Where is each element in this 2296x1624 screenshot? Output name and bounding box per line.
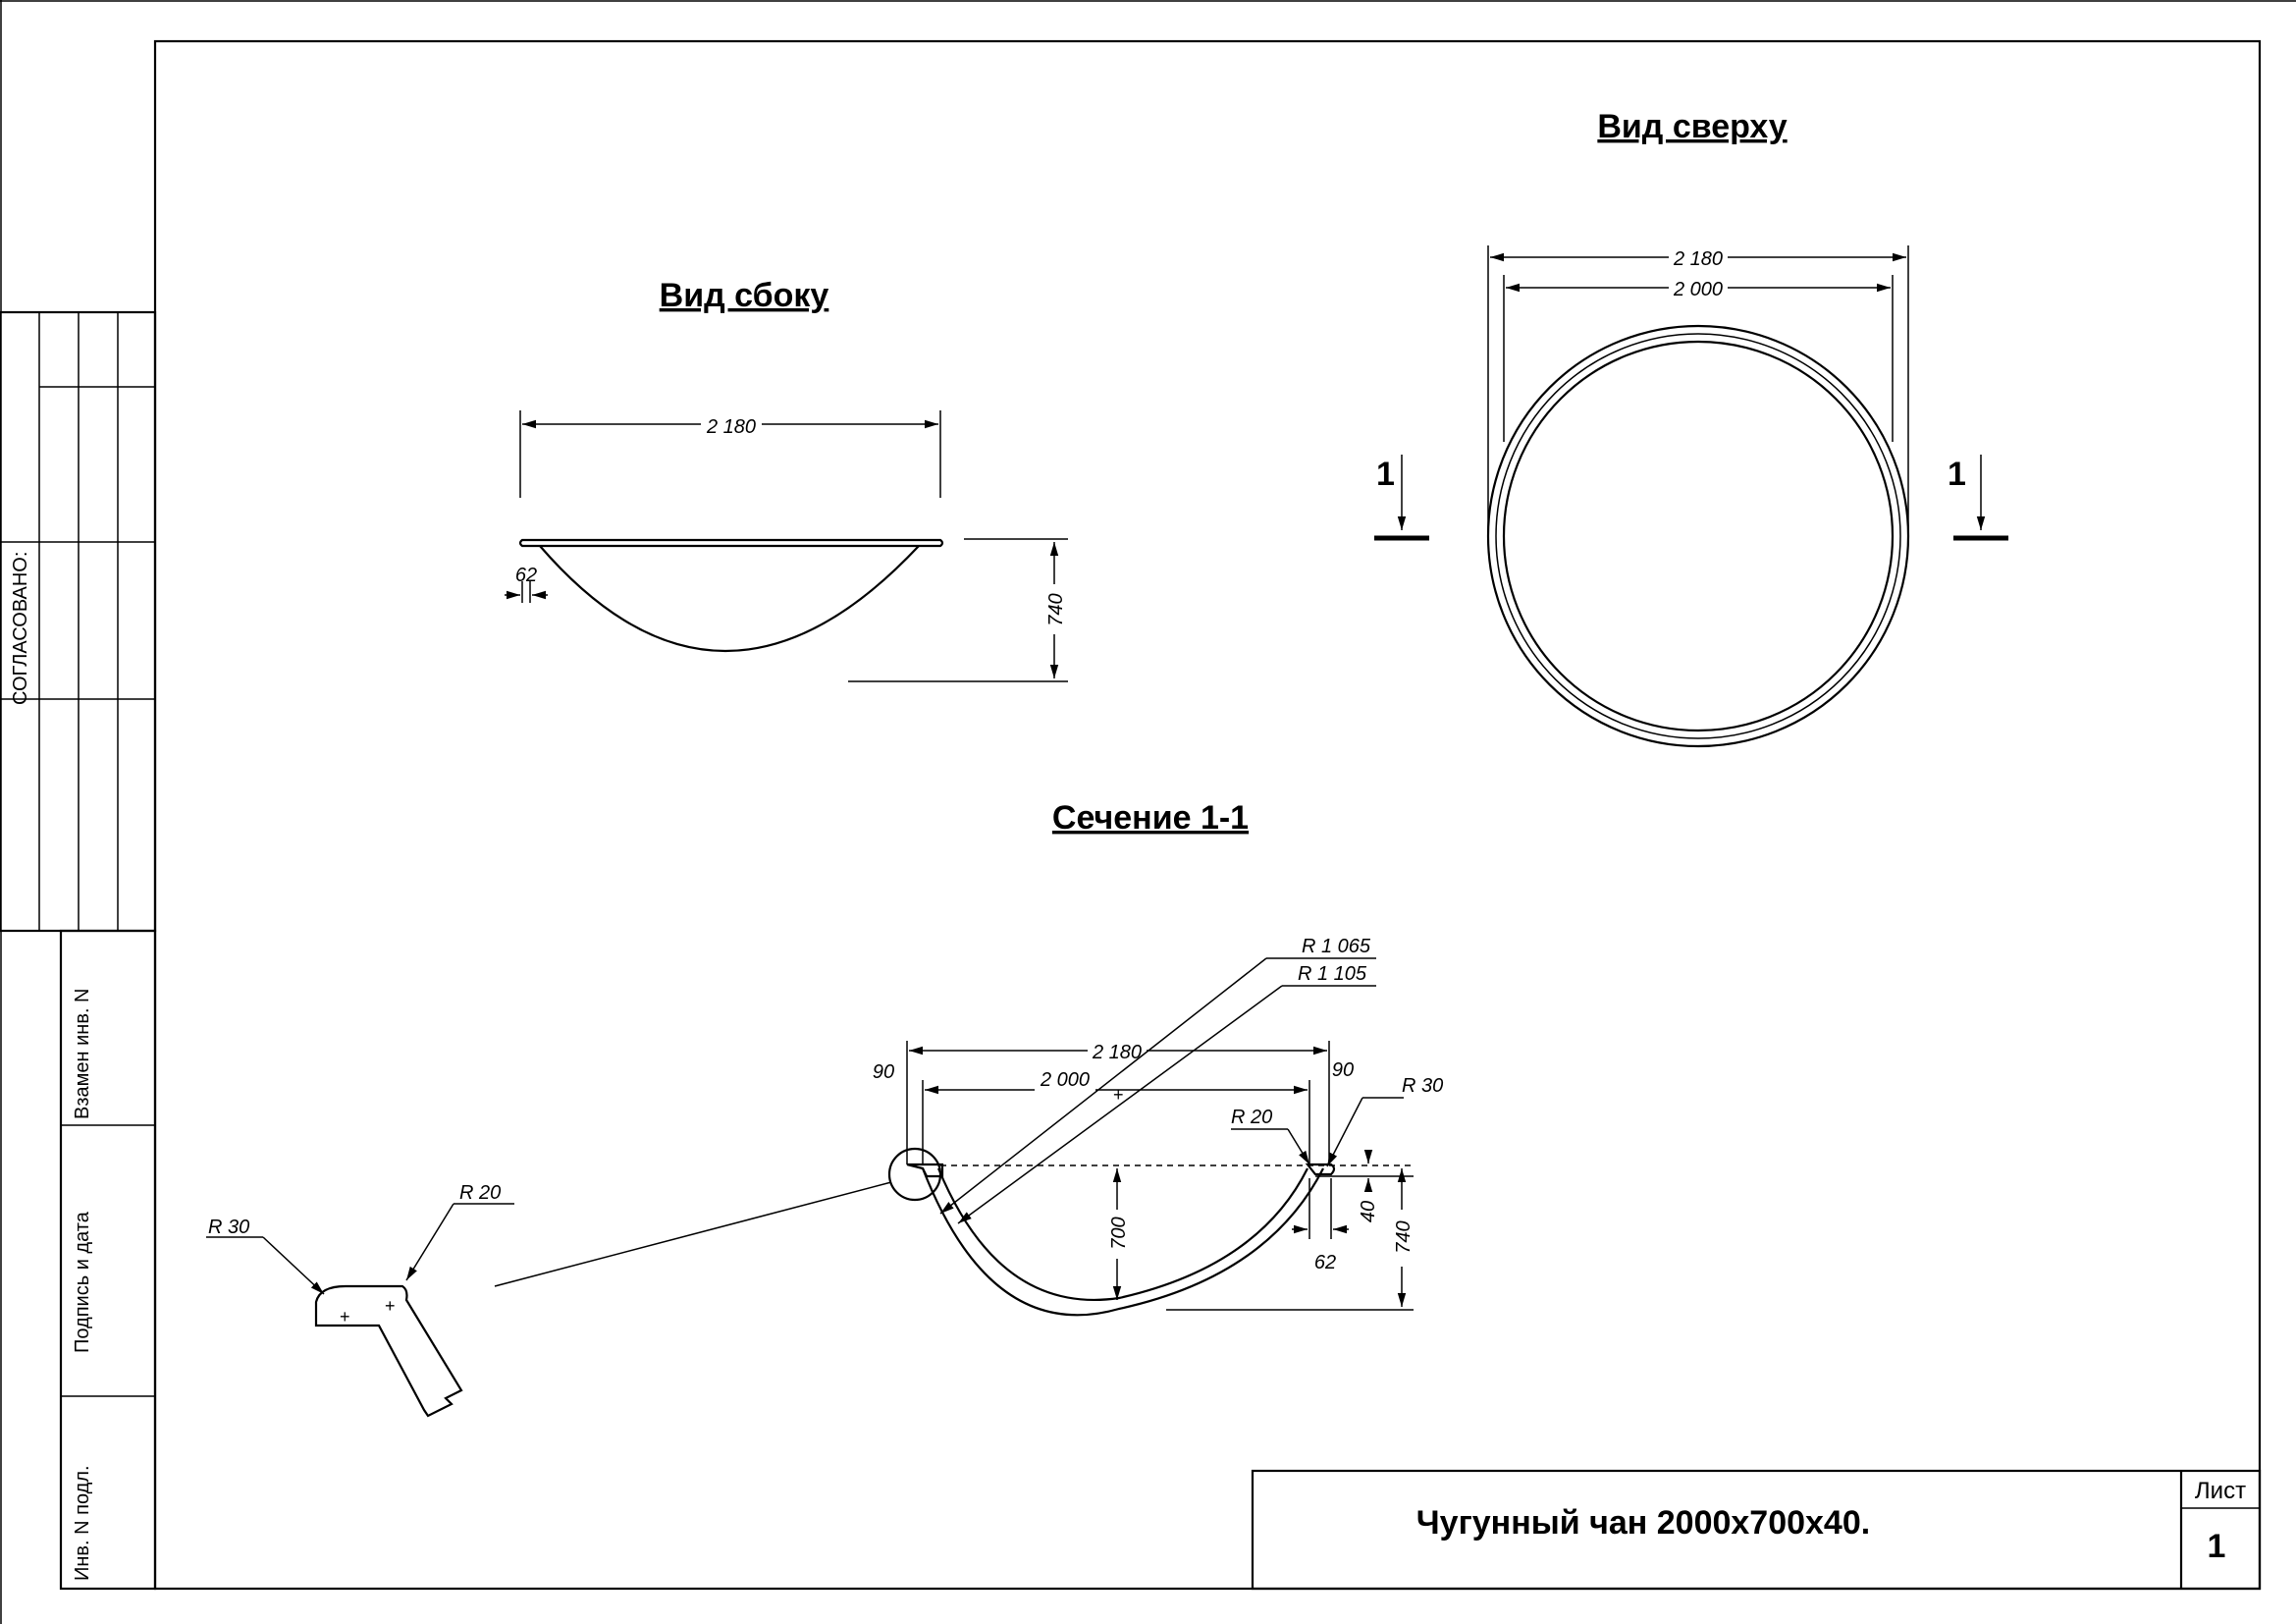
detail-callout-circle [887,1147,942,1202]
sign-date-label: Подпись и дата [72,1211,93,1353]
side-view-title: Вид сбоку [660,277,829,314]
section-shell-outer [921,1167,1324,1317]
section-title: Сечение 1-1 [1052,799,1249,837]
detail-center-mark-left: + [340,1307,350,1326]
top-inner-dim: 2 000 [1673,279,1723,300]
approval-block: СОГЛАСОВАНО: [0,310,157,933]
detail-center-mark-right: + [385,1296,396,1316]
sheet-number: 1 [2208,1528,2226,1565]
section-width-outer-dim: 2 180 [1092,1042,1142,1063]
title-block: Чугунный чан 2000x700x40. Лист 1 [1251,1469,2262,1591]
section-flange-left-dim: 90 [873,1061,894,1083]
inventory-block: Взамен инв. N Подпись и дата Инв. N подл… [59,929,157,1591]
section-mark-left: 1 [1374,455,1429,541]
section-depth-outer-dim: 740 [1393,1220,1415,1253]
section-r-inner-dim: R 1 065 [1302,936,1371,957]
section-thickness-dim: 40 [1358,1201,1379,1222]
section-r-outer-dim: R 1 105 [1298,963,1367,985]
side-height-dim: 740 [1045,593,1067,625]
side-rim-dim: 62 [515,565,537,586]
detail-view: + + R 30 R 20 [206,1182,514,1418]
detail-r-outer-dim: R 30 [208,1217,249,1238]
section-mark-left-label: 1 [1376,456,1395,493]
inv-orig-label: Инв. N подл. [72,1465,93,1581]
top-view: 2 180 2 000 [1486,245,1910,748]
section-depth-inner-dim: 700 [1108,1217,1130,1249]
section-mark-right: 1 [1948,455,2008,541]
section-width-inner-dim: 2 000 [1040,1069,1090,1091]
section-center-mark: + [1113,1085,1124,1105]
approved-label: СОГЛАСОВАНО: [10,552,31,705]
bowl-body [539,545,920,652]
section-mark-right-label: 1 [1948,456,1966,493]
side-width-dim: 2 180 [706,416,756,438]
detail-r-inner-dim: R 20 [459,1182,501,1204]
top-outer-dim: 2 180 [1673,248,1723,270]
section-r-lip-dim: R 20 [1231,1107,1272,1128]
replaces-inv-label: Взамен инв. N [72,988,93,1119]
bowl-rim [518,538,944,548]
drawing-title: Чугунный чан 2000x700x40. [1416,1504,1870,1542]
section-view: R 1 065 R 1 105 + 2 180 2 000 90 90 R 30… [494,936,1443,1317]
section-r-rim-dim: R 30 [1402,1075,1443,1097]
section-flange-right-dim: 90 [1332,1059,1354,1081]
top-view-title: Вид сверху [1597,108,1787,145]
side-view: 2 180 62 740 [505,410,1068,682]
sheet-label: Лист [2195,1478,2246,1504]
section-rim-width-dim: 62 [1314,1252,1336,1273]
